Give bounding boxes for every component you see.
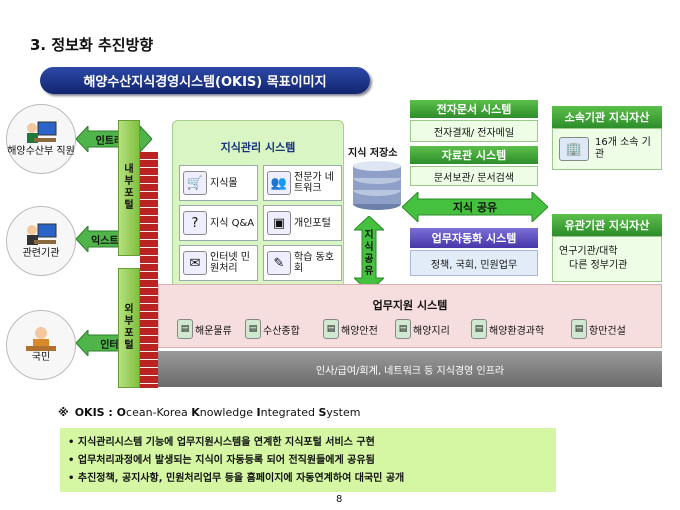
infra-bar: 인사/급여/회계, 네트워크 등 지식경영 인프라 <box>158 351 662 387</box>
internal-portal: 내 부 포 털 <box>118 120 140 256</box>
edoc-content: 전자결재/ 전자메일 <box>410 120 538 142</box>
extranet-label: 익스트라넷 <box>91 235 137 247</box>
bullet-item: • 지식관리시스템 기능에 업무지원시스템을 연계한 지식포털 서비스 구현 <box>68 437 375 448</box>
citizen-icon <box>26 327 56 351</box>
terminal-icon: ▤ <box>571 319 587 339</box>
intranet-arrow: 인트라넷 <box>76 126 152 152</box>
related-line1: 연구기관/대학 <box>559 246 618 257</box>
summary-bullets: • 지식관리시스템 기능에 업무지원시스템을 연계한 지식포털 서비스 구현 •… <box>60 428 556 492</box>
cart-icon: 🛒 <box>183 171 207 195</box>
external-portal: 외 부 포 털 <box>118 268 140 388</box>
biz-item: ▤해양환경과학 <box>471 319 544 339</box>
database-icon <box>353 161 401 210</box>
user-citizen-card: 국민 <box>6 310 76 380</box>
km-item: 🛒지식몰 <box>179 165 258 201</box>
biz-item: ▤해양지리 <box>395 319 450 339</box>
terminal-icon: ▤ <box>177 319 193 339</box>
user-agency-card: 관련기관 <box>6 206 76 276</box>
terminal-icon: ▤ <box>245 319 261 339</box>
user-label: 해양수산부 직원 <box>7 146 75 157</box>
terminal-icon: ▤ <box>395 319 411 339</box>
km-item: 👥전문가 네트워크 <box>263 165 342 201</box>
business-support-title: 업무지원 시스템 <box>372 299 448 312</box>
vertical-share-label: 지 식 공 유 <box>364 230 374 277</box>
edoc-title: 전자문서 시스템 <box>410 100 538 118</box>
user-label: 관련기관 <box>22 248 60 259</box>
office-worker-icon <box>27 121 57 143</box>
automation-title: 업무자동화 시스템 <box>410 228 538 248</box>
horizontal-share-arrow: 지식 공유 <box>402 192 548 222</box>
biz-item: ▤해운물류 <box>177 319 232 339</box>
okis-definition: ※OKIS : Ocean-Korea Knowledge Integrated… <box>58 406 361 419</box>
petition-icon: ✉ <box>183 251 207 275</box>
terminal-icon: ▤ <box>471 319 487 339</box>
knowledge-system-panel: 지식관리 시스템 🛒지식몰 👥전문가 네트워크 ?지식 Q&A ▣개인포털 ✉인… <box>172 120 344 288</box>
km-item: ✉인터넷 민원처리 <box>179 245 258 281</box>
okis-mark: ※ <box>58 406 69 419</box>
km-item: ✎학습 동호회 <box>263 245 342 281</box>
section-title: 3. 정보화 추진방향 <box>30 36 154 54</box>
automation-content: 정책, 국회, 민원업무 <box>410 250 538 276</box>
horizontal-share-label: 지식 공유 <box>452 201 498 214</box>
qa-icon: ? <box>183 211 207 235</box>
expert-icon: 👥 <box>267 171 291 195</box>
biz-item: ▤수산종합 <box>245 319 300 339</box>
biz-item: ▤해양안전 <box>323 319 378 339</box>
page-number: 8 <box>336 494 343 505</box>
archive-content: 문서보관/ 문서검색 <box>410 166 538 186</box>
building-icon: 🏢 <box>559 137 589 161</box>
km-item: ▣개인포털 <box>263 205 342 241</box>
knowledge-system-title: 지식관리 시스템 <box>220 141 296 154</box>
intranet-label: 인트라넷 <box>95 135 133 147</box>
bullet-item: • 추진정책, 공지사항, 민원처리업무 등을 홈페이지에 자동연계하여 대국민… <box>68 473 405 484</box>
biz-item: ▤항만건설 <box>571 319 626 339</box>
firewall-wall <box>140 152 158 388</box>
affiliated-title: 소속기관 지식자산 <box>552 106 662 128</box>
archive-title: 자료관 시스템 <box>410 146 538 164</box>
knowledge-store-label: 지식 저장소 <box>348 148 398 159</box>
agency-worker-icon <box>27 223 57 245</box>
banner-title: 해양수산지식경영시스템(OKIS) 목표이미지 <box>40 67 370 94</box>
business-support-panel: 업무지원 시스템 ▤해운물류 ▤수산종합 ▤해양안전 ▤해양지리 ▤해양환경과학… <box>158 284 662 348</box>
terminal-icon: ▤ <box>323 319 339 339</box>
portal-icon: ▣ <box>267 211 291 235</box>
user-ministry-card: 해양수산부 직원 <box>6 104 76 174</box>
affiliated-content: 16개 소속 기관 <box>595 137 651 160</box>
related-panel: 연구기관/대학 다른 정부기관 <box>552 236 662 282</box>
study-icon: ✎ <box>267 251 291 275</box>
okis-label: OKIS : <box>74 406 117 419</box>
related-title: 유관기관 지식자산 <box>552 214 662 236</box>
user-label: 국민 <box>31 352 51 363</box>
bullet-item: • 업무처리과정에서 발생되는 지식이 자동등록 되어 전직원들에게 공유됨 <box>68 455 375 466</box>
affiliated-panel: 🏢 16개 소속 기관 <box>552 128 662 170</box>
internet-label: 인터넷 <box>100 339 128 351</box>
related-line2: 다른 정부기관 <box>569 260 628 271</box>
vertical-share-arrow: 지 식 공 유 <box>354 216 384 292</box>
km-item: ?지식 Q&A <box>179 205 258 241</box>
